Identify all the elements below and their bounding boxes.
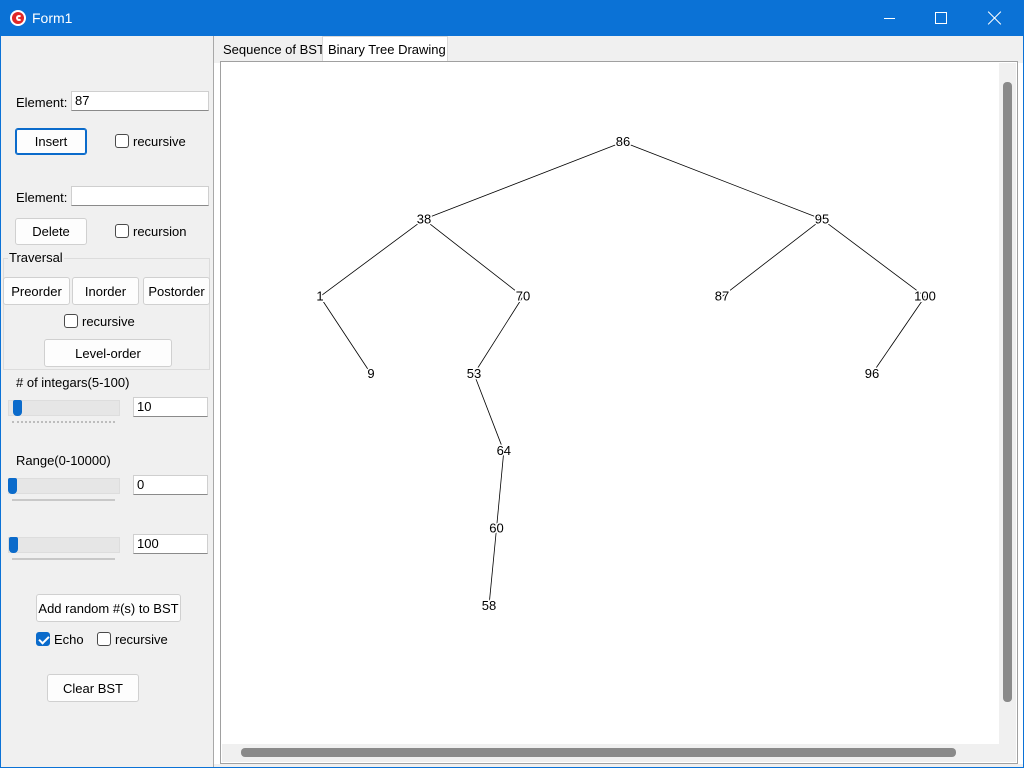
app-icon (10, 10, 26, 26)
range-min-slider-track[interactable] (8, 478, 120, 494)
tree-node-100: 100 (914, 289, 936, 304)
insert-recursive-checkbox[interactable] (115, 134, 129, 148)
tree-node-70: 70 (516, 289, 530, 304)
echo-checkbox[interactable] (36, 632, 50, 646)
delete-element-label: Element: (16, 190, 68, 205)
delete-button[interactable]: Delete (15, 218, 87, 245)
tree-node-86: 86 (616, 134, 630, 149)
range-max-slider-track[interactable] (8, 537, 120, 553)
delete-recursion-checkbox[interactable] (115, 224, 129, 238)
tree-node-9: 9 (367, 366, 374, 381)
tree-node-1: 1 (316, 289, 323, 304)
insert-button[interactable]: Insert (15, 128, 87, 155)
levelorder-button[interactable]: Level-order (44, 339, 172, 367)
panel-splitter[interactable] (213, 36, 214, 767)
insert-element-label: Element: (16, 95, 68, 110)
tree-edge-38-70 (423, 218, 524, 297)
minimize-icon (883, 17, 895, 19)
maximize-icon (935, 12, 947, 24)
inorder-button[interactable]: Inorder (72, 277, 139, 305)
postorder-button[interactable]: Postorder (143, 277, 210, 305)
tree-node-95: 95 (815, 211, 829, 226)
preorder-button[interactable]: Preorder (3, 277, 70, 305)
maximize-button[interactable] (914, 0, 968, 36)
tree-edge-86-95 (622, 141, 823, 220)
tree-edge-70-53 (473, 296, 524, 375)
count-slider-track[interactable] (8, 400, 120, 416)
insert-recursive-label: recursive (133, 134, 186, 149)
delete-recursion-label: recursion (133, 224, 187, 239)
range-max-slider-thumb[interactable] (9, 537, 19, 553)
close-button[interactable] (968, 0, 1022, 36)
delete-element-input[interactable] (71, 186, 209, 206)
tree-node-38: 38 (417, 211, 431, 226)
title-bar (0, 0, 1024, 36)
scroll-corner (999, 744, 1016, 762)
vertical-scrollbar-thumb[interactable] (1003, 82, 1012, 702)
tree-edge-100-96 (871, 296, 926, 375)
tree-edge-86-38 (423, 141, 624, 220)
tree-node-96: 96 (865, 366, 879, 381)
horizontal-scrollbar-thumb[interactable] (241, 748, 956, 757)
add-random-button[interactable]: Add random #(s) to BST (36, 594, 181, 622)
tree-node-53: 53 (467, 366, 481, 381)
bottom-strip (214, 764, 1023, 767)
tab-content-panel (220, 61, 1018, 764)
tree-edge-95-87 (721, 218, 823, 297)
traversal-recursive-checkbox[interactable] (64, 314, 78, 328)
tree-edge-60-58 (488, 528, 497, 606)
count-slider-ticks (12, 421, 115, 425)
traversal-group (3, 258, 210, 370)
tree-edge-53-64 (473, 373, 505, 452)
count-slider-thumb[interactable] (13, 400, 23, 416)
tree-node-87: 87 (715, 289, 729, 304)
echo-label: Echo (54, 632, 84, 647)
tree-edge-1-9 (319, 296, 372, 375)
random-recursive-label: recursive (115, 632, 168, 647)
range-max-input[interactable]: 100 (133, 534, 208, 554)
window-title: Form1 (32, 10, 73, 26)
tree-node-64: 64 (497, 443, 511, 458)
close-icon (988, 11, 1002, 25)
window-border-left (0, 36, 1, 768)
tab-sequence-of-bst[interactable]: Sequence of BST (218, 38, 325, 60)
tree-node-58: 58 (482, 598, 496, 613)
count-label: # of integars(5-100) (16, 375, 130, 390)
minimize-button[interactable] (862, 0, 916, 36)
range-min-input[interactable]: 0 (133, 475, 208, 495)
tree-edge-95-100 (821, 218, 926, 297)
tree-edge-64-60 (496, 451, 505, 529)
tree-edge-38-1 (319, 218, 425, 297)
traversal-title: Traversal (8, 250, 64, 265)
tab-binary-tree-drawing[interactable]: Binary Tree Drawing (322, 36, 448, 62)
clear-bst-button[interactable]: Clear BST (47, 674, 139, 702)
count-input[interactable]: 10 (133, 397, 208, 417)
tree-node-60: 60 (489, 521, 503, 536)
insert-element-input[interactable]: 87 (71, 91, 209, 111)
random-recursive-checkbox[interactable] (97, 632, 111, 646)
range-label: Range(0-10000) (16, 453, 111, 468)
range-max-slider-ticks (12, 558, 115, 560)
range-min-slider-thumb[interactable] (8, 478, 17, 494)
traversal-recursive-label: recursive (82, 314, 135, 329)
range-min-slider-ticks (12, 499, 115, 501)
tree-drawing-canvas: 86 38 95 1 70 87 100 9 53 96 64 60 58 (315, 133, 937, 615)
